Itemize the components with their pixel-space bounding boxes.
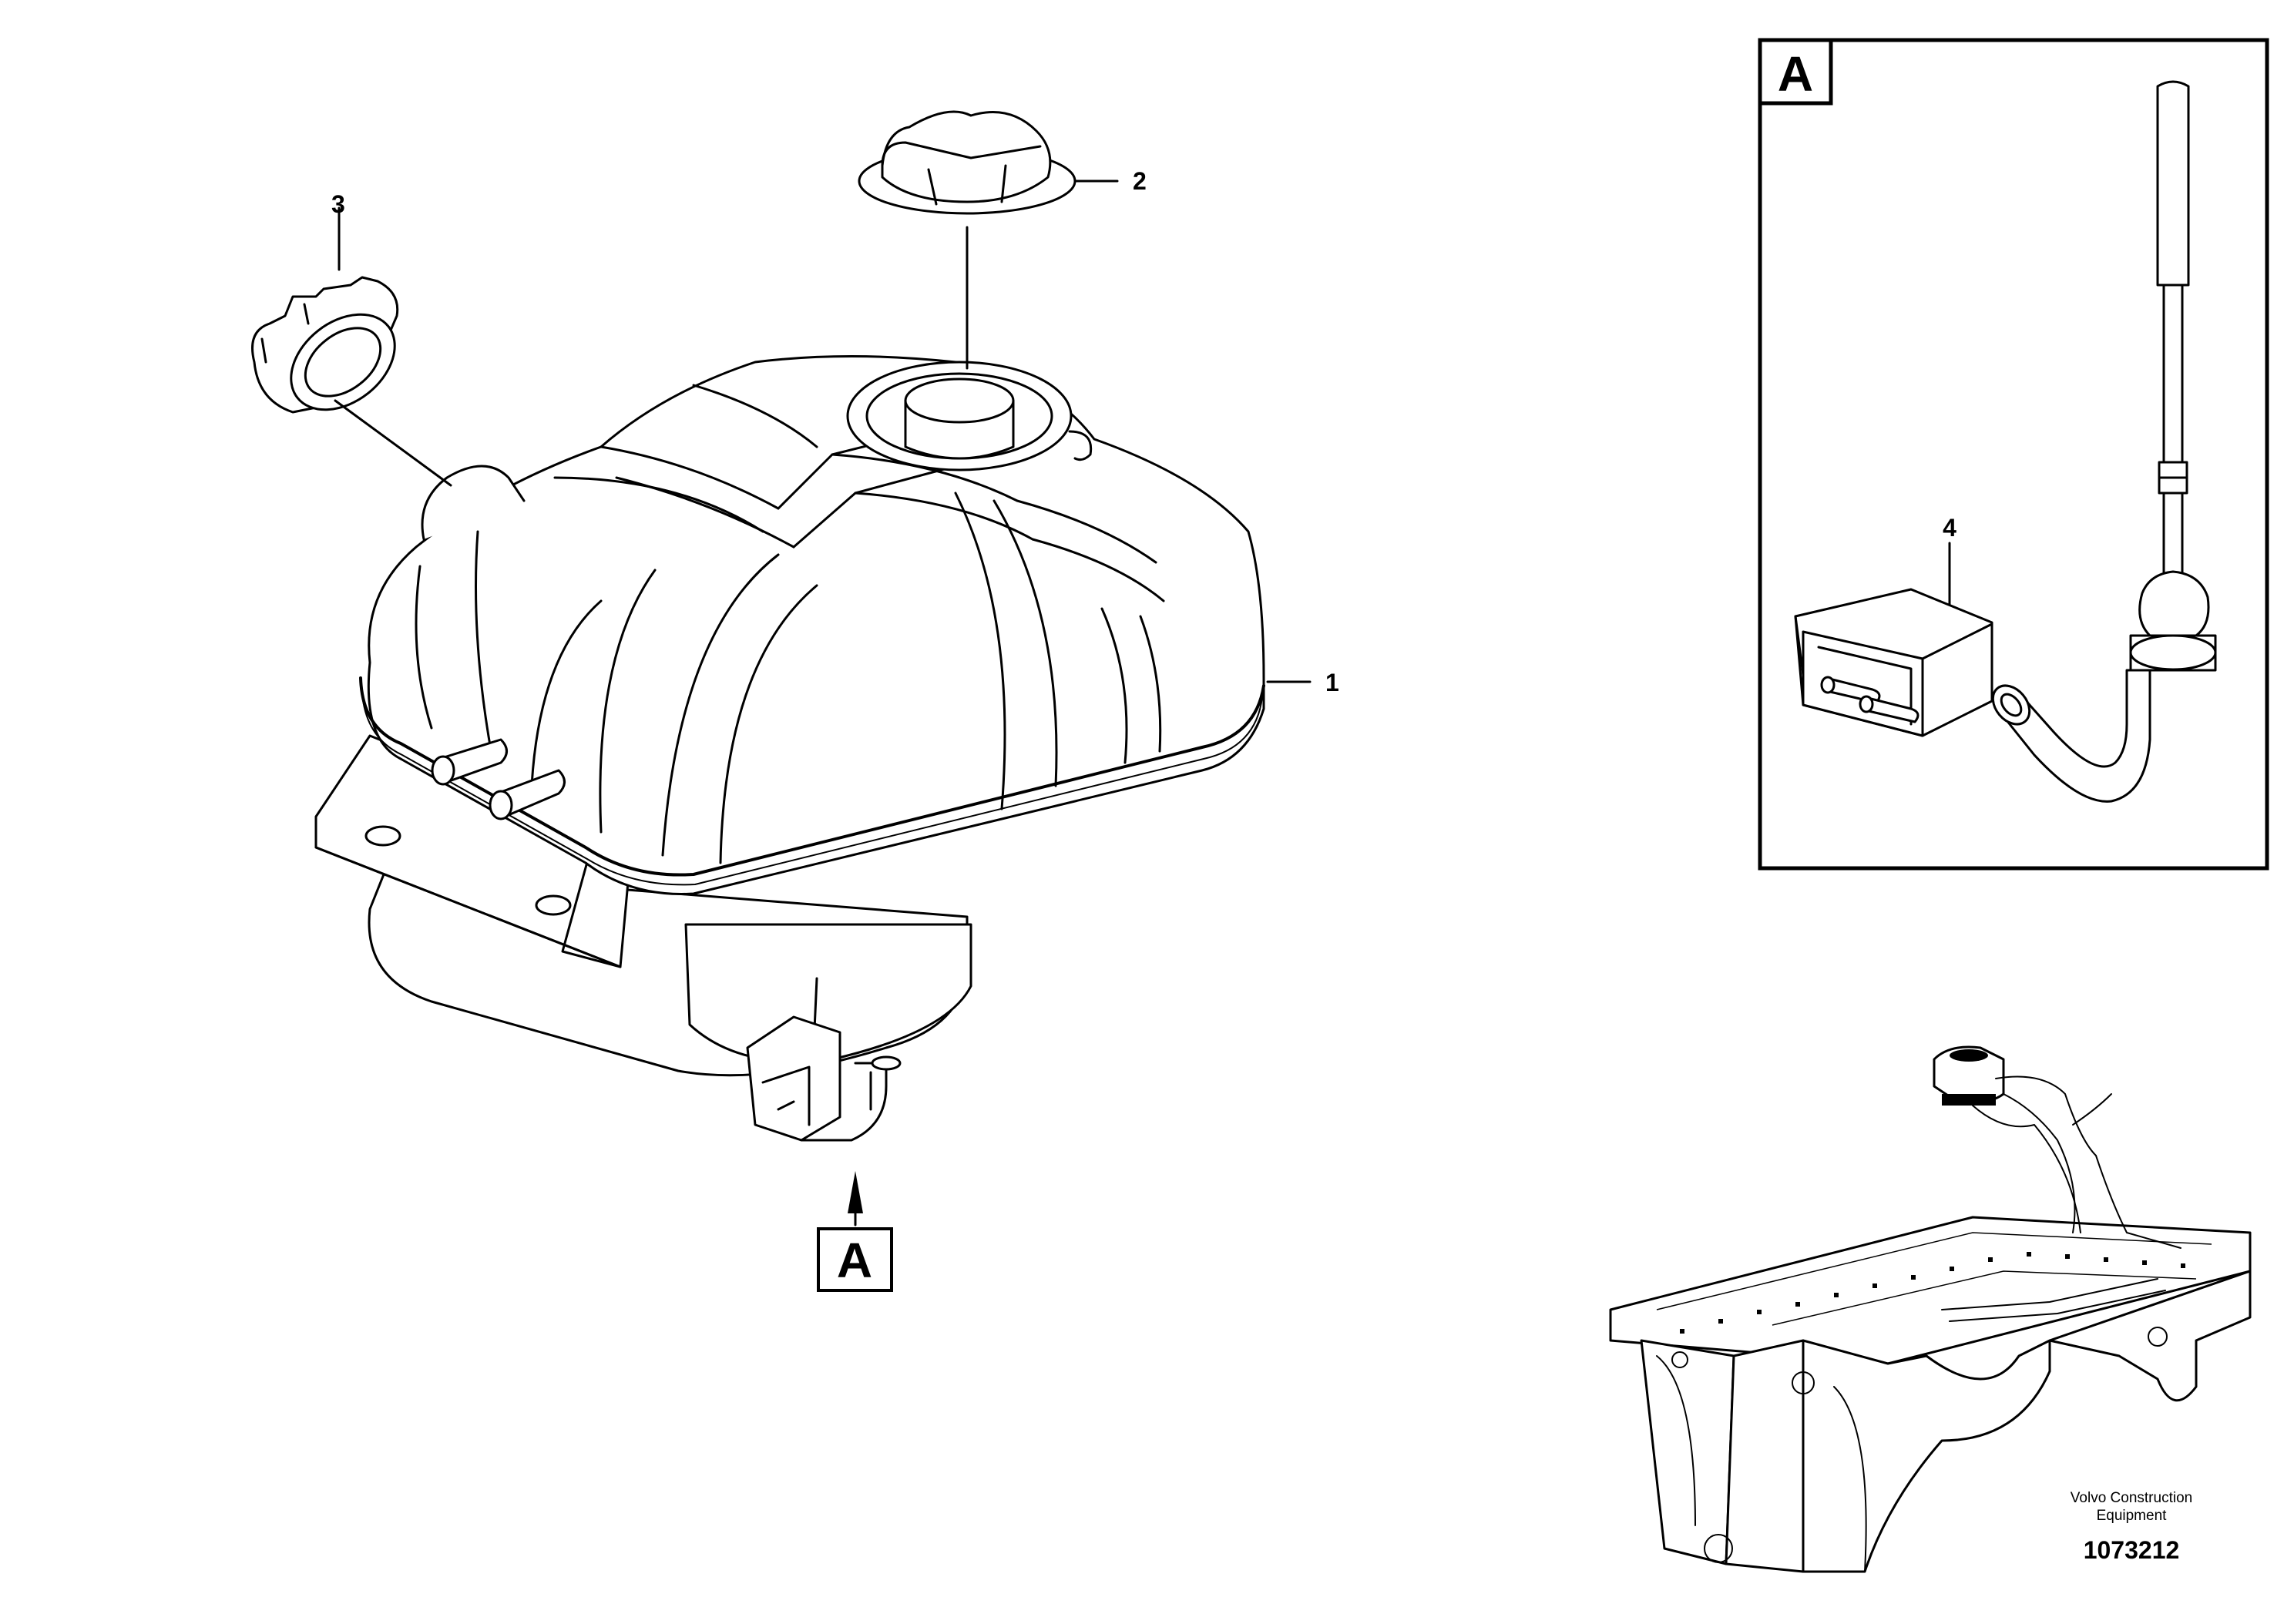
callout-4: 4 <box>1943 514 1956 542</box>
level-sensor <box>1991 80 2217 803</box>
hose-nipple-upper <box>431 738 508 786</box>
frame-holes <box>1671 1252 2185 1563</box>
view-marker-label: A <box>837 1233 872 1288</box>
callout-1: 1 <box>1325 669 1339 696</box>
expansion-tank <box>314 355 1265 1142</box>
machine-location-thumbnail <box>1609 1045 2252 1573</box>
filler-cap <box>858 110 1076 215</box>
hose-nipple-lower <box>489 769 566 820</box>
detail-view-label: A <box>1778 46 1813 102</box>
thumbnail-tank <box>1933 1045 2005 1106</box>
detail-view-a: A 4 <box>1758 38 2269 871</box>
view-marker: A <box>817 1171 893 1292</box>
brand-line-1: Volvo Construction <box>2071 1490 2192 1506</box>
brand-line-2: Equipment <box>2097 1508 2168 1524</box>
pressure-cap <box>251 276 399 414</box>
callout-3: 3 <box>331 190 345 218</box>
document-number: 1073212 <box>2084 1536 2180 1564</box>
sensor-connector <box>1794 588 1993 737</box>
leader-line-3 <box>334 399 452 487</box>
callout-2: 2 <box>1133 167 1147 195</box>
